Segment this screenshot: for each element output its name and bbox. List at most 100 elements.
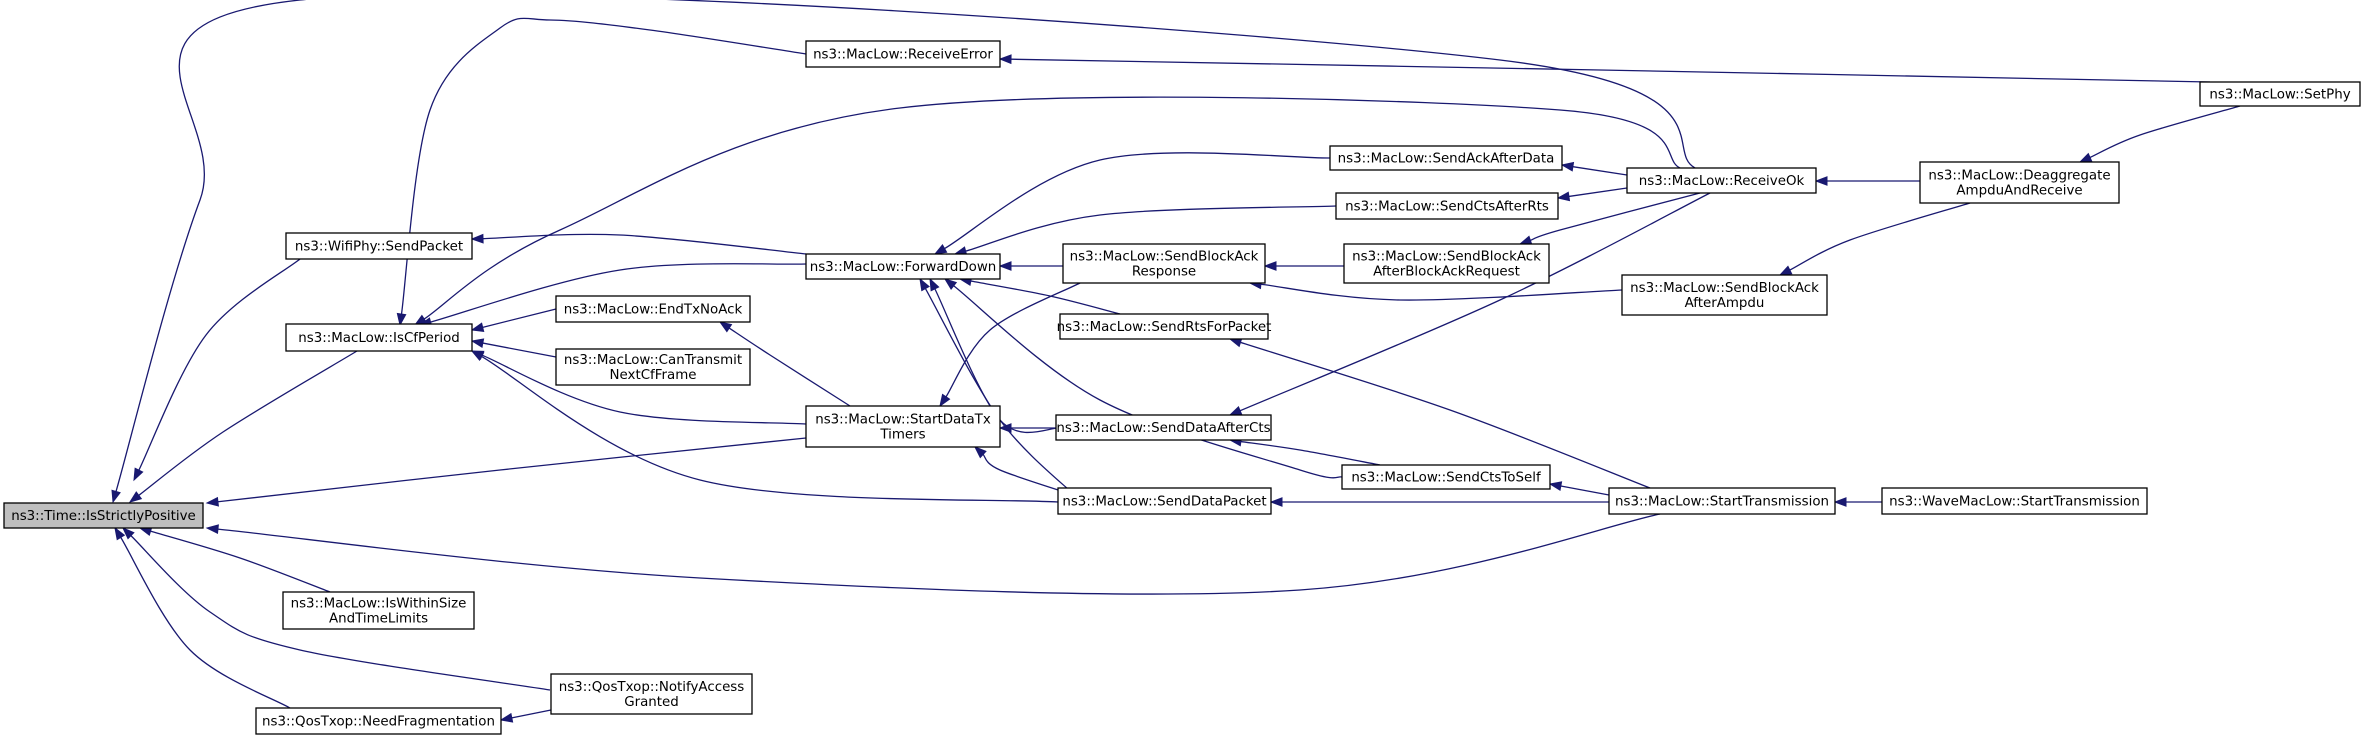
edge-line [423, 96, 1681, 320]
node-label: ns3::MacLow::SetPhy [2209, 88, 2350, 103]
node-label: ns3::WifiPhy::SendPacket [295, 240, 463, 255]
node-label: ns3::MacLow::SendRtsForPacket [1057, 320, 1272, 335]
edge-sdatapkt-to-iscf [470, 350, 1059, 503]
node-needfrag[interactable]: ns3::QosTxop::NeedFragmentation [255, 707, 502, 735]
node-iscf[interactable]: ns3::MacLow::IsCfPeriod [285, 323, 473, 352]
edge-sendpacket-to-root [133, 258, 301, 482]
node-box [1621, 274, 1828, 316]
node-box [555, 348, 751, 386]
edge-line [1789, 202, 1971, 271]
node-label: NextCfFrame [610, 368, 697, 383]
node-sackafter[interactable]: ns3::MacLow::SendAckAfterData [1329, 145, 1563, 171]
node-label: ns3::MacLow::SendAckAfterData [1338, 152, 1555, 167]
edge-line [1572, 166, 1628, 176]
node-label: ns3::MacLow::SendDataAfterCts [1056, 421, 1270, 436]
edge-line [217, 513, 1661, 595]
edge-line [965, 205, 1337, 252]
node-label: AfterAmpdu [1685, 296, 1765, 311]
node-box [550, 673, 753, 715]
arrowhead [470, 322, 485, 332]
arrowhead [933, 244, 948, 255]
edge-line [482, 233, 807, 255]
edge-setphy-to-recverr [998, 54, 2211, 83]
node-label: ns3::MacLow::Deaggregate [1928, 169, 2110, 184]
edge-line [1568, 187, 1628, 198]
arrowhead [111, 489, 121, 504]
node-srts[interactable]: ns3::MacLow::SendRtsForPacket [1057, 313, 1272, 340]
node-box [255, 707, 502, 735]
edge-iscf-to-root [128, 350, 358, 503]
node-label: ns3::MacLow::StartDataTx [815, 413, 991, 428]
arrowhead [919, 277, 930, 292]
node-box [2199, 81, 2361, 107]
edge-line [482, 342, 557, 358]
node-root[interactable]: ns3::Time::IsStrictlyPositive [3, 502, 204, 529]
edge-notify-to-needfrag [499, 709, 552, 723]
edge-line [120, 537, 291, 709]
arrowhead [205, 496, 219, 507]
node-label: Granted [624, 695, 679, 710]
edge-iswithin-to-root [138, 526, 331, 593]
edge-startdata-to-root [205, 437, 807, 507]
node-fwd[interactable]: ns3::MacLow::ForwardDown [805, 253, 1001, 280]
edge-line [482, 308, 557, 328]
node-sendpacket[interactable]: ns3::WifiPhy::SendPacket [285, 232, 473, 260]
edge-sbaresp-to-startdata [939, 282, 1081, 408]
edge-line [944, 152, 1331, 250]
node-recverr[interactable]: ns3::MacLow::ReceiveError [805, 40, 1001, 68]
node-box [805, 405, 1001, 448]
node-sbaafterreq[interactable]: ns3::MacLow::SendBlockAckAfterBlockAckRe… [1343, 243, 1550, 284]
edge-line [1260, 283, 1623, 301]
arrowhead [205, 524, 219, 535]
node-label: AfterBlockAckRequest [1373, 265, 1520, 280]
edge-deagg-to-recvok [1814, 176, 1920, 186]
node-sctsself[interactable]: ns3::MacLow::SendCtsToSelf [1341, 464, 1551, 490]
node-box [555, 295, 751, 323]
arrowhead [1518, 235, 1533, 245]
node-label: ns3::MacLow::StartTransmission [1615, 495, 1829, 510]
node-starttx[interactable]: ns3::MacLow::StartTransmission [1608, 487, 1836, 515]
node-wavestart[interactable]: ns3::WaveMacLow::StartTransmission [1881, 487, 2148, 515]
edge-line [138, 350, 358, 496]
node-label: ns3::MacLow::SendDataPacket [1062, 495, 1266, 510]
node-label: ns3::MacLow::CanTransmit [564, 353, 742, 368]
edge-sctsself-to-sdatacts [1228, 436, 1381, 466]
edge-sackafter-to-fwd [933, 152, 1331, 255]
node-sdatacts[interactable]: ns3::MacLow::SendDataAfterCts [1055, 414, 1272, 441]
edge-line [130, 535, 551, 691]
arrowhead [133, 467, 144, 482]
arrowhead [499, 712, 514, 723]
node-box [1062, 243, 1266, 284]
node-box [1341, 464, 1551, 490]
edge-line [115, 0, 1696, 492]
edge-starttx-to-root [205, 513, 1661, 595]
arrowhead [998, 423, 1012, 433]
arrowhead [973, 446, 987, 459]
node-label: ns3::MacLow::SendBlockAck [1070, 250, 1259, 265]
arrowhead [1778, 265, 1793, 276]
arrowhead [1263, 261, 1277, 271]
edge-recvok-to-root [111, 0, 1696, 504]
node-recvok[interactable]: ns3::MacLow::ReceiveOk [1626, 167, 1817, 194]
edge-recvok-to-sctsrts [1556, 187, 1628, 202]
node-setphy[interactable]: ns3::MacLow::SetPhy [2199, 81, 2361, 107]
arrowhead [1548, 481, 1563, 491]
edge-recvok-to-sackafter [1560, 161, 1628, 176]
node-sctsrts[interactable]: ns3::MacLow::SendCtsAfterRts [1335, 192, 1559, 220]
node-label: AmpduAndReceive [1956, 184, 2082, 199]
node-endtx[interactable]: ns3::MacLow::EndTxNoAck [555, 295, 751, 323]
edge-notify-to-root [121, 527, 551, 691]
edge-line [138, 258, 301, 471]
edge-startdata-to-endtx [718, 321, 851, 407]
arrowhead [1228, 405, 1243, 416]
node-sdatapkt[interactable]: ns3::MacLow::SendDataPacket [1057, 487, 1272, 515]
arrowhead [718, 321, 733, 333]
edge-starttx-to-sdatapkt [1269, 497, 1609, 507]
